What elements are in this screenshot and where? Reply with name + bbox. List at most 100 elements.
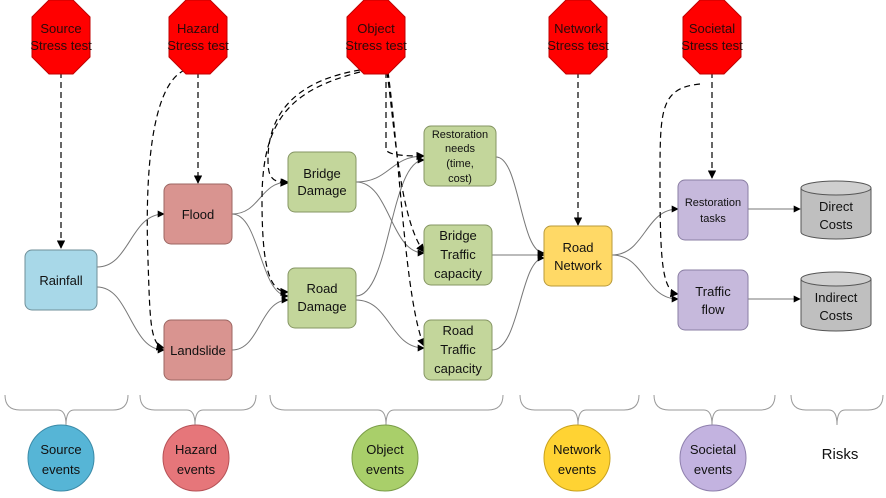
edge-roadtraffic-network bbox=[491, 254, 545, 351]
event-label: Source bbox=[40, 442, 81, 457]
node-road-network: Road Network bbox=[543, 225, 613, 287]
brace-risks bbox=[790, 394, 884, 426]
node-label: Costs bbox=[819, 308, 853, 323]
event-hazard: Hazard events bbox=[162, 424, 230, 492]
stress-societal-trafficflow bbox=[659, 83, 701, 298]
edge-network-trafficflow bbox=[611, 254, 679, 303]
node-label: Traffic bbox=[440, 247, 476, 262]
stress-hazard-landslide bbox=[146, 69, 186, 351]
node-bridge-damage: Bridge Damage bbox=[287, 151, 357, 213]
stop-sign-shape bbox=[168, 0, 228, 75]
stress-test-label: Stress test bbox=[30, 38, 92, 53]
node-label: Rainfall bbox=[39, 273, 82, 288]
edge-network-restorationtasks bbox=[611, 205, 679, 256]
node-label: flow bbox=[701, 302, 725, 317]
edge-rainfall-landslide bbox=[96, 286, 165, 354]
edge-road-restoration bbox=[355, 156, 425, 297]
node-indirect-costs: Indirect Costs bbox=[800, 271, 872, 332]
stress-test-label: Hazard bbox=[177, 21, 219, 36]
node-label: cost) bbox=[448, 173, 472, 185]
node-label: Costs bbox=[819, 217, 853, 232]
event-label: Network bbox=[553, 442, 601, 457]
node-label: Road bbox=[306, 281, 337, 296]
edge-road-roadtraffic bbox=[355, 299, 425, 352]
edge-bridge-bridgetraffic bbox=[355, 181, 425, 257]
stop-sign-shape bbox=[346, 0, 406, 75]
event-label: events bbox=[558, 462, 597, 477]
node-label: Restoration bbox=[432, 129, 488, 141]
event-label: events bbox=[42, 462, 81, 477]
category-braces bbox=[4, 394, 884, 426]
stress-test-label: Stress test bbox=[547, 38, 609, 53]
brace-societal bbox=[653, 394, 776, 426]
node-label: Restoration bbox=[685, 197, 741, 209]
edge-rainfall-flood bbox=[96, 210, 165, 268]
node-road-traffic-capacity: Road Traffic capacity bbox=[423, 319, 493, 381]
stress-object-restoration bbox=[385, 72, 425, 161]
edge-bridge-restoration bbox=[355, 152, 425, 183]
event-network: Network events bbox=[543, 424, 611, 492]
brace-network bbox=[519, 394, 640, 426]
risks-label: Risks bbox=[822, 446, 859, 463]
node-direct-costs: Direct Costs bbox=[800, 180, 872, 240]
edge-flood-road bbox=[231, 213, 289, 300]
stress-object-roadtraffic bbox=[387, 71, 426, 347]
edge-flood-bridge bbox=[231, 178, 289, 215]
node-label: Traffic bbox=[440, 342, 476, 357]
node-label: Landslide bbox=[170, 343, 226, 358]
dashed-connectors bbox=[56, 69, 717, 351]
node-label: Direct bbox=[819, 199, 853, 214]
stress-object-bridgetraffic bbox=[386, 71, 425, 253]
node-label: Damage bbox=[297, 183, 346, 198]
node-label: tasks bbox=[700, 213, 726, 225]
node-restoration-tasks: Restoration tasks bbox=[677, 179, 749, 241]
stress-test-label: Object bbox=[357, 21, 395, 36]
stop-sign-shape bbox=[682, 0, 742, 75]
brace-source bbox=[4, 394, 129, 426]
stress-test-network: Network Stress test bbox=[547, 0, 609, 75]
node-road-damage: Road Damage bbox=[287, 267, 357, 329]
node-restoration-needs: Restoration needs (time, cost) bbox=[423, 125, 497, 187]
event-label: events bbox=[366, 462, 405, 477]
node-label: Damage bbox=[297, 299, 346, 314]
event-label: Societal bbox=[690, 442, 736, 457]
node-label: Bridge bbox=[439, 228, 477, 243]
stop-sign-shape bbox=[548, 0, 608, 75]
stress-test-label: Stress test bbox=[345, 38, 407, 53]
node-bridge-traffic-capacity: Bridge Traffic capacity bbox=[423, 224, 493, 286]
stress-test-societal: Societal Stress test bbox=[681, 0, 743, 75]
node-label: capacity bbox=[434, 361, 482, 376]
edge-restoration-network bbox=[495, 156, 545, 257]
event-label: events bbox=[177, 462, 216, 477]
event-label: Object bbox=[366, 442, 404, 457]
node-label: Road bbox=[562, 240, 593, 255]
node-label: Bridge bbox=[303, 166, 341, 181]
node-label: Traffic bbox=[695, 284, 731, 299]
stress-test-label: Source bbox=[40, 21, 81, 36]
edge-landslide-road bbox=[231, 296, 289, 351]
stop-sign-shape bbox=[31, 0, 91, 75]
node-label: Network bbox=[554, 258, 602, 273]
stress-test-label: Stress test bbox=[681, 38, 743, 53]
stress-test-object: Object Stress test bbox=[345, 0, 407, 75]
stress-test-hazard: Hazard Stress test bbox=[167, 0, 229, 75]
brace-object bbox=[269, 394, 504, 426]
solid-connectors bbox=[96, 152, 801, 354]
node-label: (time, bbox=[446, 158, 474, 170]
node-traffic-flow: Traffic flow bbox=[677, 269, 749, 331]
node-label: capacity bbox=[434, 266, 482, 281]
node-label: needs bbox=[445, 143, 475, 155]
event-societal: Societal events bbox=[679, 424, 747, 492]
node-landslide: Landslide bbox=[163, 319, 233, 381]
event-label: Hazard bbox=[175, 442, 217, 457]
node-flood: Flood bbox=[163, 183, 233, 245]
node-label: Flood bbox=[182, 207, 215, 222]
stress-object-road bbox=[261, 71, 361, 297]
node-label: Road bbox=[442, 323, 473, 338]
event-object: Object events bbox=[351, 424, 419, 492]
node-rainfall: Rainfall bbox=[24, 249, 98, 311]
event-source: Source events bbox=[27, 424, 95, 492]
node-label: Indirect bbox=[815, 290, 858, 305]
stress-test-label: Stress test bbox=[167, 38, 229, 53]
